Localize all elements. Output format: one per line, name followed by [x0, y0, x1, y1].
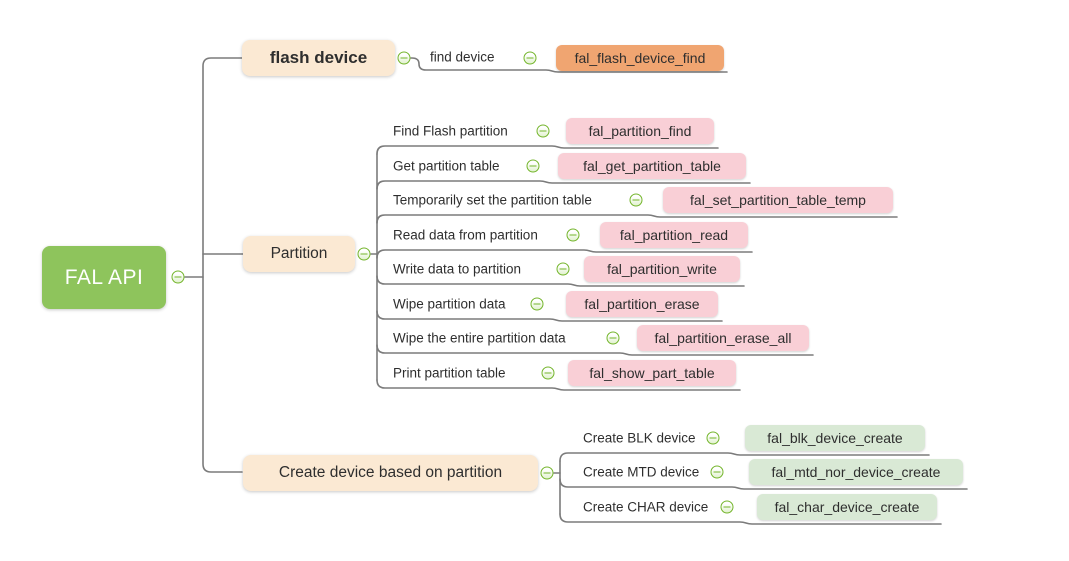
- api-box-fal-partition-read[interactable]: fal_partition_read: [600, 222, 748, 248]
- collapse-icon[interactable]: [556, 262, 570, 276]
- api-box-fal-show-part-table[interactable]: fal_show_part_table: [568, 360, 736, 386]
- collapse-icon[interactable]: [710, 465, 724, 479]
- branch-topic-flash-device[interactable]: flash device: [242, 40, 395, 76]
- subtopic-label-read-data-from-partition[interactable]: Read data from partition: [393, 227, 538, 243]
- api-box-fal-char-device-create[interactable]: fal_char_device_create: [757, 494, 937, 520]
- subtopic-label-create-blk-device[interactable]: Create BLK device: [583, 430, 696, 446]
- collapse-icon[interactable]: [526, 159, 540, 173]
- subtopic-label-wipe-partition-data[interactable]: Wipe partition data: [393, 296, 506, 312]
- subtopic-label-find-flash-partition[interactable]: Find Flash partition: [393, 123, 508, 139]
- branch-topic-create-device-based-on-partition[interactable]: Create device based on partition: [243, 455, 538, 491]
- api-box-fal-partition-erase-all[interactable]: fal_partition_erase_all: [637, 325, 809, 351]
- api-box-fal-set-partition-table-temp[interactable]: fal_set_partition_table_temp: [663, 187, 893, 213]
- collapse-icon[interactable]: [629, 193, 643, 207]
- subtopic-label-create-mtd-device[interactable]: Create MTD device: [583, 464, 700, 480]
- subtopic-label-print-partition-table[interactable]: Print partition table: [393, 365, 506, 381]
- api-box-fal-partition-find[interactable]: fal_partition_find: [566, 118, 714, 144]
- collapse-icon[interactable]: [706, 431, 720, 445]
- collapse-icon[interactable]: [357, 247, 371, 261]
- subtopic-label-create-char-device[interactable]: Create CHAR device: [583, 499, 709, 515]
- branch-topic-partition[interactable]: Partition: [243, 236, 355, 272]
- collapse-icon[interactable]: [541, 366, 555, 380]
- collapse-icon[interactable]: [566, 228, 580, 242]
- collapse-icon[interactable]: [606, 331, 620, 345]
- collapse-icon[interactable]: [397, 51, 411, 65]
- collapse-icon[interactable]: [540, 466, 554, 480]
- collapse-icon[interactable]: [536, 124, 550, 138]
- subtopic-label-temporarily-set-partition-table[interactable]: Temporarily set the partition table: [393, 192, 592, 208]
- api-box-fal-blk-device-create[interactable]: fal_blk_device_create: [745, 425, 925, 451]
- api-box-fal-flash-device-find[interactable]: fal_flash_device_find: [556, 45, 724, 71]
- root-topic-fal-api[interactable]: FAL API: [42, 246, 166, 309]
- collapse-icon[interactable]: [530, 297, 544, 311]
- collapse-icon[interactable]: [720, 500, 734, 514]
- api-box-fal-get-partition-table[interactable]: fal_get_partition_table: [558, 153, 746, 179]
- api-box-fal-partition-erase[interactable]: fal_partition_erase: [566, 291, 718, 317]
- collapse-icon[interactable]: [523, 51, 537, 65]
- subtopic-label-write-data-to-partition[interactable]: Write data to partition: [393, 261, 522, 277]
- subtopic-label-find-device[interactable]: find device: [430, 49, 495, 65]
- subtopic-label-get-partition-table[interactable]: Get partition table: [393, 158, 500, 174]
- collapse-icon[interactable]: [171, 270, 185, 284]
- api-box-fal-mtd-nor-device-create[interactable]: fal_mtd_nor_device_create: [749, 459, 963, 485]
- subtopic-label-wipe-entire-partition-data[interactable]: Wipe the entire partition data: [393, 330, 566, 346]
- api-box-fal-partition-write[interactable]: fal_partition_write: [584, 256, 740, 282]
